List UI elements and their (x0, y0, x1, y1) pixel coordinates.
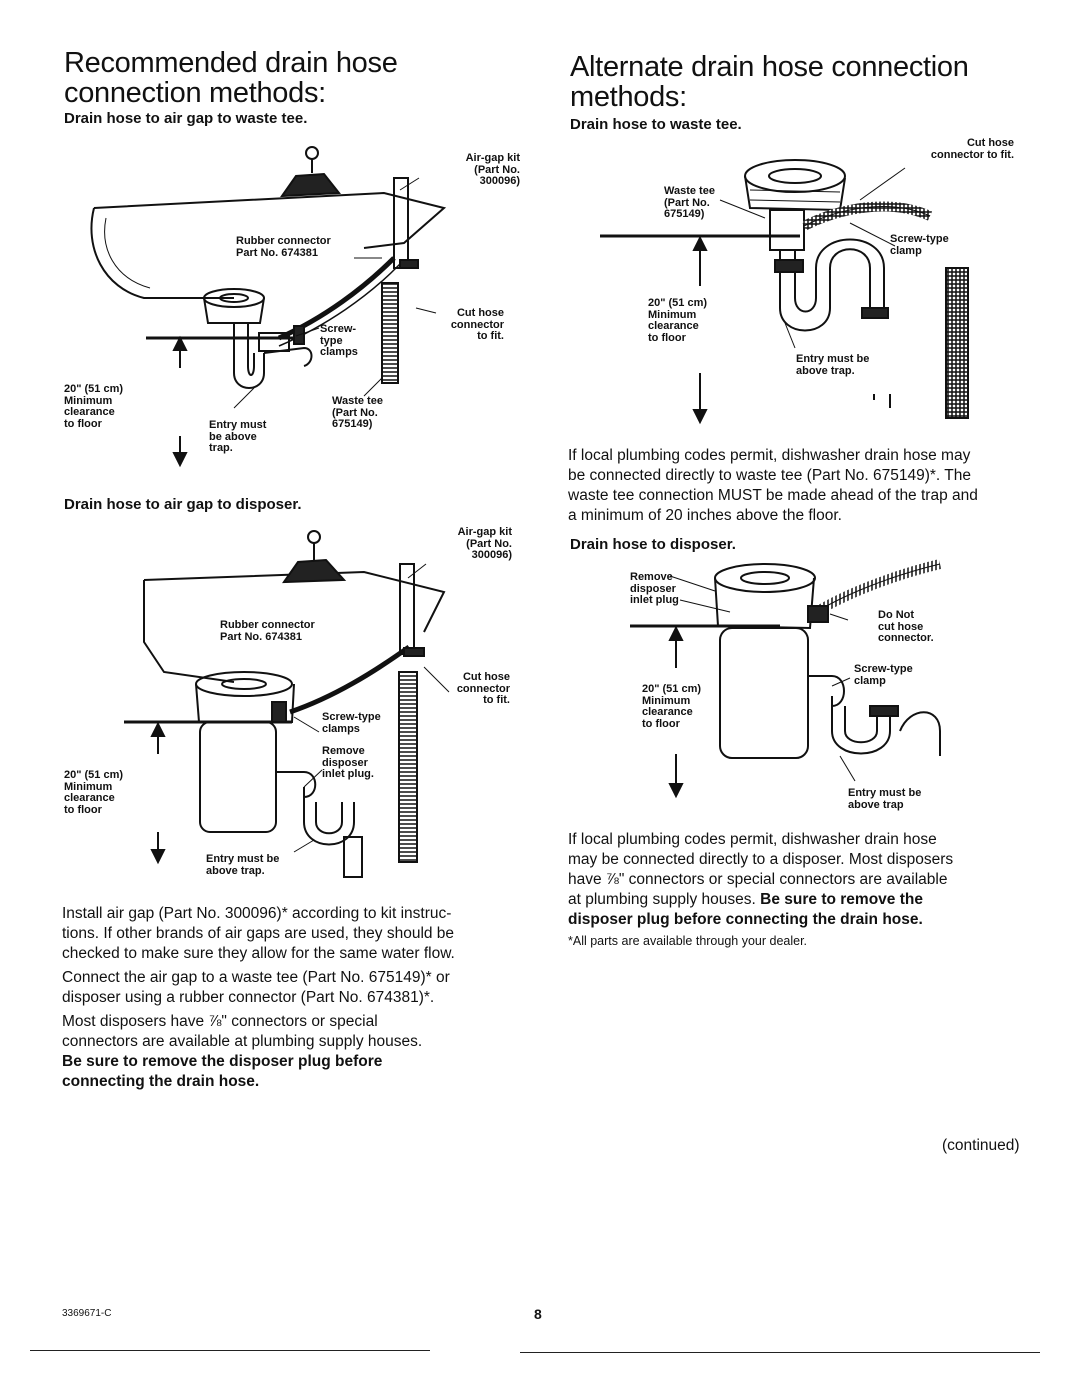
footnote: *All parts are available through your de… (568, 934, 808, 948)
footer-rule-left (30, 1350, 430, 1351)
right-heading-line1: Alternate drain hose connection (570, 51, 969, 83)
fig1-waste-tee-label: Waste tee(Part No.675149) (332, 395, 383, 430)
left-heading: Recommended drain hose connection method… (64, 48, 398, 108)
figure-airgap-disposer: Air-gap kit(Part No.300096) Rubber conne… (64, 522, 524, 894)
left-paragraph-disposers: Most disposers have ⅞" connectors or spe… (62, 1013, 423, 1090)
illustration-airgap-waste-tee (90, 146, 447, 468)
illustration-waste-tee (600, 159, 969, 425)
right-heading-line2: methods: (570, 81, 687, 113)
fig4-caption: Drain hose to disposer. (570, 536, 736, 553)
left-paragraph-airgap-install: Install air gap (Part No. 300096)* accor… (62, 905, 455, 962)
left-paragraph-connect: Connect the air gap to a waste tee (Part… (62, 969, 450, 1006)
fig1-caption: Drain hose to air gap to waste tee. (64, 110, 308, 127)
illustration-airgap-disposer (124, 530, 450, 878)
illustration-disposer (630, 559, 942, 799)
left-heading-line1: Recommended drain hose (64, 47, 398, 79)
document-number: 3369671-C (62, 1308, 112, 1319)
right-heading: Alternate drain hose connection methods: (570, 52, 969, 112)
fig2-airgap-kit-label: Air-gap kit(Part No.300096) (457, 526, 512, 561)
fig3-caption: Drain hose to waste tee. (570, 116, 742, 133)
fig1-airgap-kit-label: Air-gap kit(Part No.300096) (465, 152, 520, 187)
continued-label: (continued) (942, 1137, 1020, 1154)
fig3-waste-tee-label: Waste tee(Part No.675149) (664, 185, 715, 220)
right-paragraph-waste-tee: If local plumbing codes permit, dishwash… (568, 447, 978, 524)
fig2-caption: Drain hose to air gap to disposer. (64, 496, 302, 513)
left-heading-line2: connection methods: (64, 77, 326, 109)
page-number: 8 (534, 1306, 542, 1322)
right-paragraph-disposer-line4: at plumbing supply houses. Be sure to re… (568, 891, 923, 908)
right-paragraph-disposer: If local plumbing codes permit, dishwash… (568, 830, 1038, 930)
footer-rule-right (520, 1352, 1040, 1353)
figure-airgap-waste-tee: Air-gap kit(Part No.300096) Rubber conne… (64, 138, 524, 468)
